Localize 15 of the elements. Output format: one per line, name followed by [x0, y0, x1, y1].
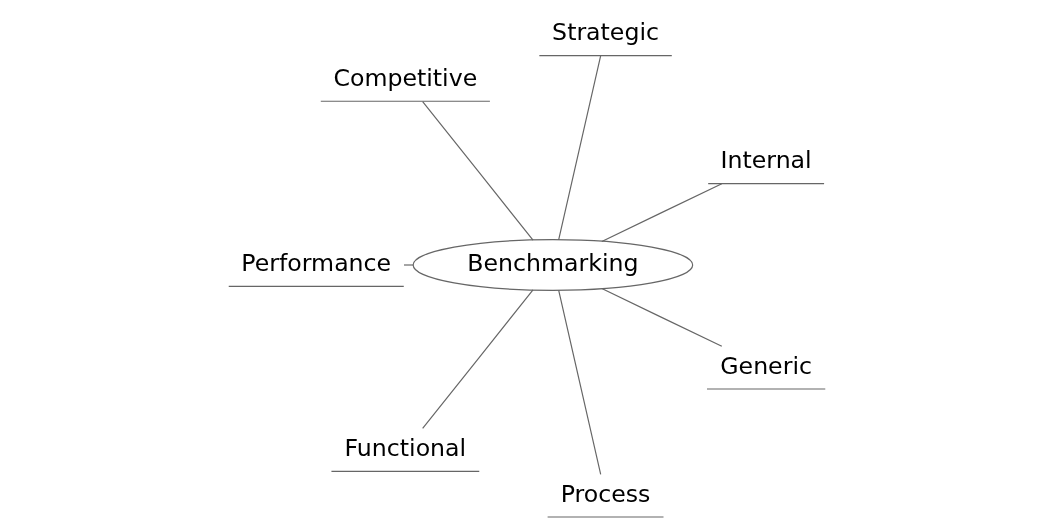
connector — [422, 289, 534, 429]
node-text: Internal — [720, 146, 812, 175]
connector — [601, 287, 723, 347]
node-ellipse: Benchmarking — [412, 239, 694, 291]
node-text: Performance — [241, 248, 392, 277]
connector — [403, 264, 414, 266]
connector — [558, 289, 602, 475]
node-text: Generic — [720, 351, 812, 380]
connector — [422, 101, 534, 241]
connector — [601, 183, 723, 243]
connector — [558, 55, 602, 241]
node-text: Strategic — [552, 18, 659, 47]
node-text: Process — [560, 479, 651, 508]
node-text: Competitive — [333, 63, 478, 92]
node-text: Functional — [344, 433, 467, 462]
